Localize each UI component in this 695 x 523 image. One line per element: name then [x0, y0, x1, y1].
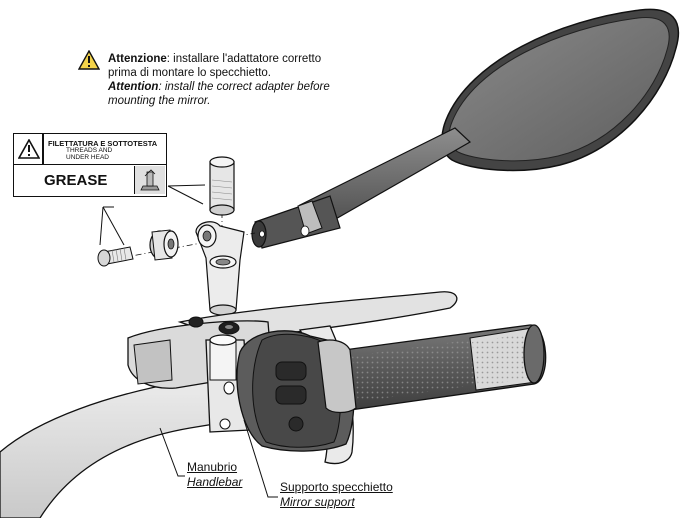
note-it-bold: Attenzione [108, 53, 167, 65]
note-en-text2: mounting the mirror. [108, 95, 211, 107]
mirror-head [441, 8, 680, 172]
note-it-text: : installare l'adattatore corretto [166, 53, 322, 65]
warning-icon [78, 50, 100, 70]
warning-icon [18, 139, 40, 159]
grease-label-line3: UNDER HEAD [66, 154, 109, 161]
grease-label-line1: FILETTATURA E SOTTOTESTA [48, 139, 158, 148]
handlebar-grip [317, 324, 547, 414]
note-it-text2: prima di montare lo specchietto. [108, 67, 271, 79]
adapter-screw [97, 246, 134, 267]
note-en-bold: Attention [108, 81, 159, 93]
note-en-text: : install the correct adapter before [158, 81, 330, 93]
handlebar-callout: Manubrio Handlebar [187, 460, 242, 490]
grease-label-header: FILETTATURA E SOTTOTESTA THREADS AND UND… [14, 134, 166, 165]
mirror-stud [209, 156, 235, 216]
attention-note: Attenzione: installare l'adattatore corr… [108, 52, 330, 108]
support-label-it: Supporto specchietto [280, 480, 393, 494]
grease-label-line2: THREADS AND [66, 147, 113, 154]
mirror-adapter [195, 221, 245, 316]
grease-icon [134, 166, 165, 194]
handlebar-label-it: Manubrio [187, 460, 238, 474]
leader-lines [99, 184, 278, 498]
grease-label: FILETTATURA E SOTTOTESTA THREADS AND UND… [13, 133, 167, 197]
support-label-en: Mirror support [280, 495, 355, 509]
mirror-arm [251, 127, 472, 249]
switch-housing [236, 330, 355, 452]
spacer-bushing [149, 229, 179, 261]
grease-label-text: GREASE [44, 172, 108, 189]
handlebar-label-en: Handlebar [187, 475, 243, 489]
mirror-support-callout: Supporto specchietto Mirror support [280, 480, 393, 510]
